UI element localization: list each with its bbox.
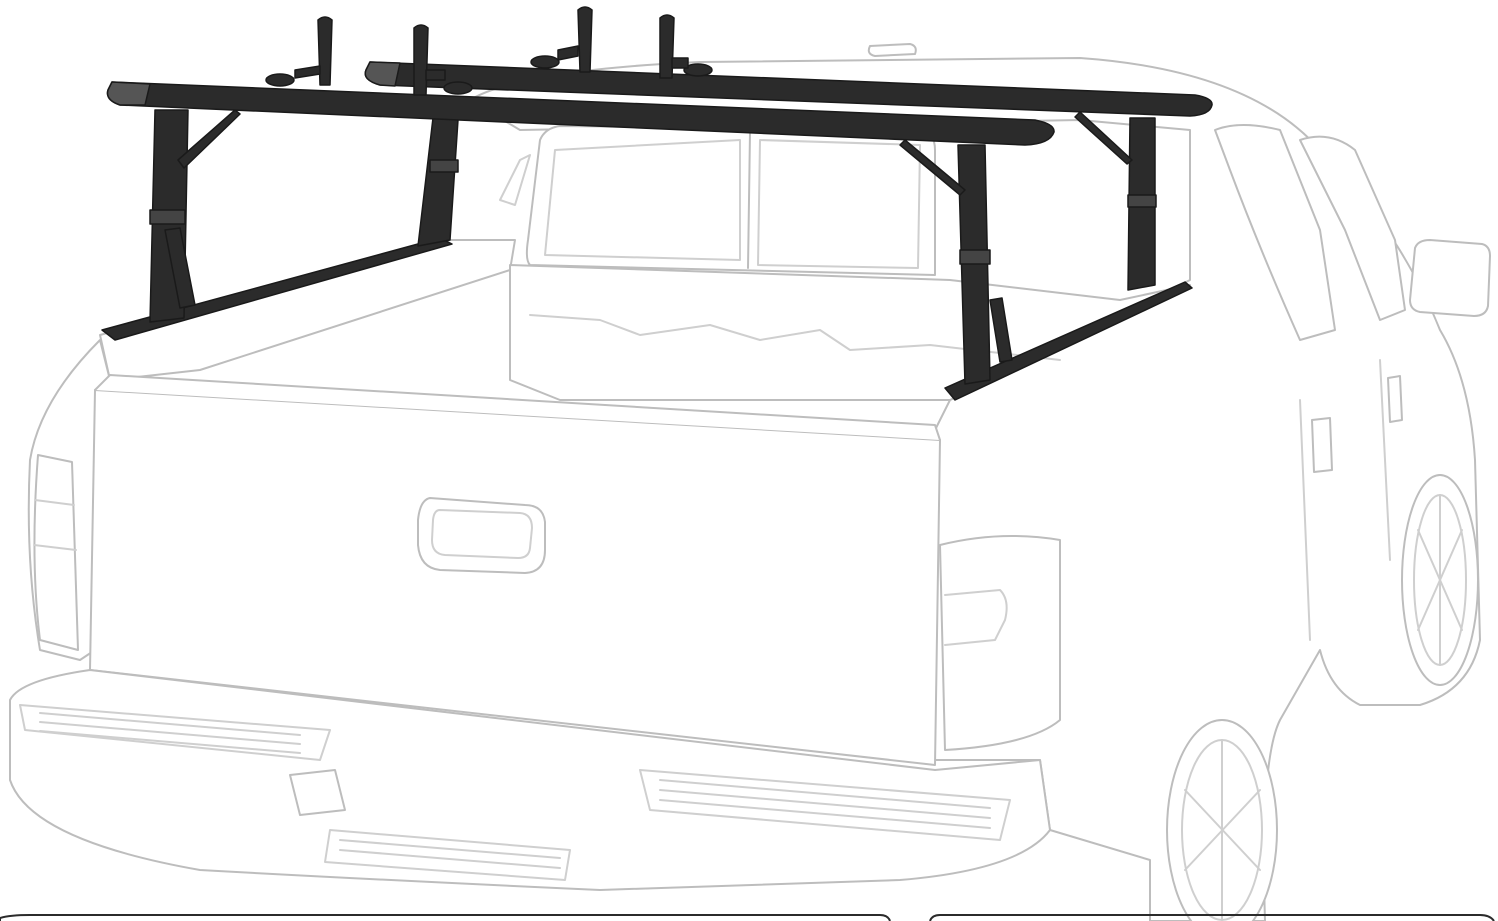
crossbar-front-endcap <box>364 61 401 87</box>
clamp-left-rear <box>149 209 186 225</box>
diagonal-brace-left <box>177 109 241 169</box>
door-handle-rear <box>1311 417 1333 473</box>
rear-wheel <box>1166 719 1278 921</box>
tie-down-bracket-2 <box>413 24 473 96</box>
bed-bulkhead-detail <box>529 314 1061 361</box>
side-vent <box>499 154 531 206</box>
bumper-step-pad-center <box>324 829 571 881</box>
clamp-right-front <box>1127 194 1157 208</box>
bumper-step-pad-left <box>19 704 331 761</box>
clamp-right-rear <box>959 249 991 265</box>
tail-light-left-seam <box>34 499 75 506</box>
rear-window-divider <box>747 131 751 269</box>
door-handle-front <box>1387 375 1403 423</box>
clamp-left-front <box>429 159 459 173</box>
diagonal-brace-right-front <box>1074 111 1133 165</box>
upright-left-front <box>417 117 459 247</box>
bed-rack <box>101 6 1213 401</box>
upright-left-rear-brace <box>164 227 196 309</box>
bumper-step-pad-right <box>639 769 1011 841</box>
tail-light-right-detail <box>944 589 1008 646</box>
roof-light <box>867 43 917 57</box>
side-window-front <box>1299 135 1406 321</box>
frame-bottom-edges <box>0 914 1495 921</box>
bed-rail-right <box>944 281 1193 401</box>
tie-down-bracket-1 <box>265 16 333 87</box>
bed-rail-left <box>101 237 453 341</box>
side-mirror <box>1409 239 1491 317</box>
side-window-rear <box>1214 124 1336 341</box>
tie-down-bracket-3 <box>530 6 593 73</box>
tailgate-handle-inner <box>431 509 533 559</box>
pickup-truck <box>9 43 1491 921</box>
tailgate-top-lip <box>94 374 941 441</box>
tail-light-right <box>939 535 1061 751</box>
tie-down-bracket-4 <box>659 14 713 79</box>
tail-light-left-seam-2 <box>33 544 77 551</box>
rear-window-inner <box>544 139 921 269</box>
diagonal-brace-right <box>899 139 966 196</box>
tail-light-left <box>33 454 79 651</box>
upright-right-rear-brace <box>989 297 1013 363</box>
license-light <box>289 769 346 816</box>
door-seam <box>1299 359 1391 641</box>
crossbar-rear-endcap <box>106 81 151 106</box>
front-wheel <box>1401 474 1479 686</box>
tailgate <box>89 389 941 766</box>
tailgate-handle-outer <box>417 497 546 574</box>
